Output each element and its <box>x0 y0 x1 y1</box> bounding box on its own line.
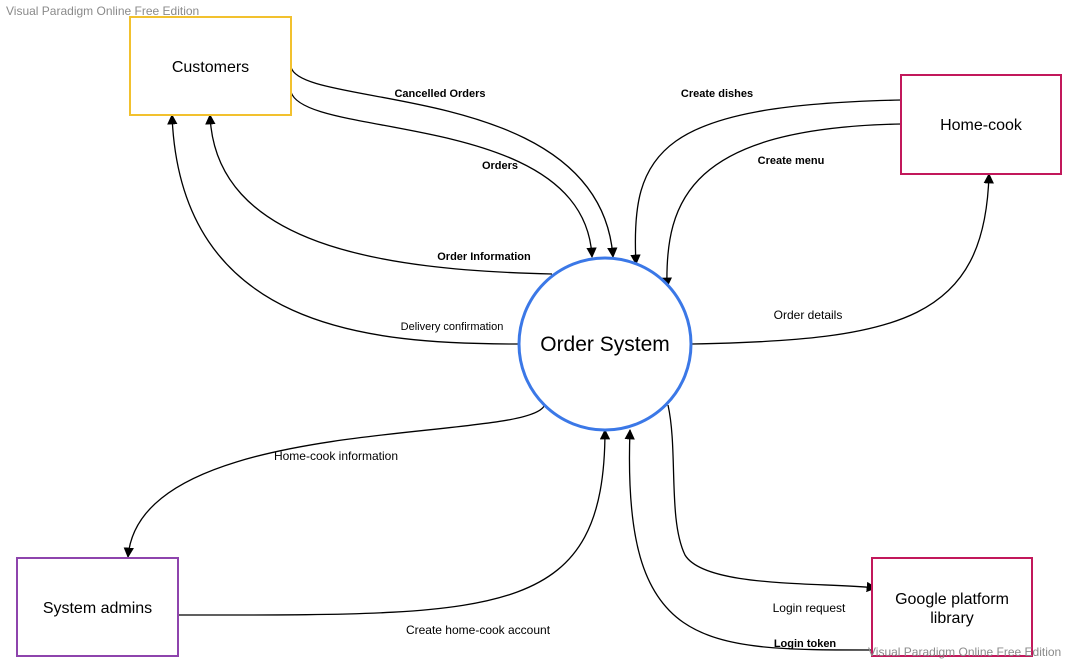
entity-home-cook[interactable]: Home-cook <box>900 74 1062 175</box>
label-create-home-cook-account: Create home-cook account <box>406 623 551 637</box>
label-login-request: Login request <box>773 601 846 615</box>
flow-orders[interactable] <box>290 91 597 259</box>
flow-order-information[interactable] <box>205 113 553 275</box>
label-cancelled-orders: Cancelled Orders <box>394 88 485 100</box>
flow-order-details[interactable] <box>691 172 994 345</box>
entity-system-admins[interactable]: System admins <box>16 557 179 657</box>
watermark-bottom: Visual Paradigm Online Free Edition <box>868 645 1062 659</box>
label-create-dishes: Create dishes <box>681 88 753 100</box>
flow-create-dishes[interactable] <box>630 99 902 266</box>
customers-label: Customers <box>172 59 249 76</box>
flow-delivery-confirmation[interactable] <box>167 113 519 345</box>
label-order-information: Order Information <box>437 251 531 263</box>
home-cook-label: Home-cook <box>940 117 1023 134</box>
label-delivery-confirmation: Delivery confirmation <box>401 321 504 333</box>
watermark-top: Visual Paradigm Online Free Edition <box>6 4 200 18</box>
flow-login-token[interactable] <box>624 428 873 651</box>
flow-create-menu[interactable] <box>661 123 902 289</box>
order-system-label: Order System <box>540 333 670 356</box>
flow-login-request[interactable] <box>667 404 878 593</box>
system-admins-label: System admins <box>43 600 152 617</box>
flow-cancelled-orders[interactable] <box>290 66 618 259</box>
process-order-system[interactable]: Order System <box>517 256 693 432</box>
google-label-line1: Google platform <box>895 591 1009 608</box>
entity-customers[interactable]: Customers <box>129 16 292 116</box>
label-create-menu: Create menu <box>758 155 825 167</box>
entity-google-platform-library[interactable]: Google platform library <box>871 557 1033 657</box>
google-label-line2: library <box>930 610 974 627</box>
label-login-token: Login token <box>774 638 837 650</box>
label-order-details: Order details <box>774 308 843 322</box>
label-home-cook-information: Home-cook information <box>274 449 398 463</box>
flow-home-cook-information[interactable] <box>123 403 546 559</box>
label-orders: Orders <box>482 160 518 172</box>
flow-create-home-cook-account[interactable] <box>177 428 611 616</box>
